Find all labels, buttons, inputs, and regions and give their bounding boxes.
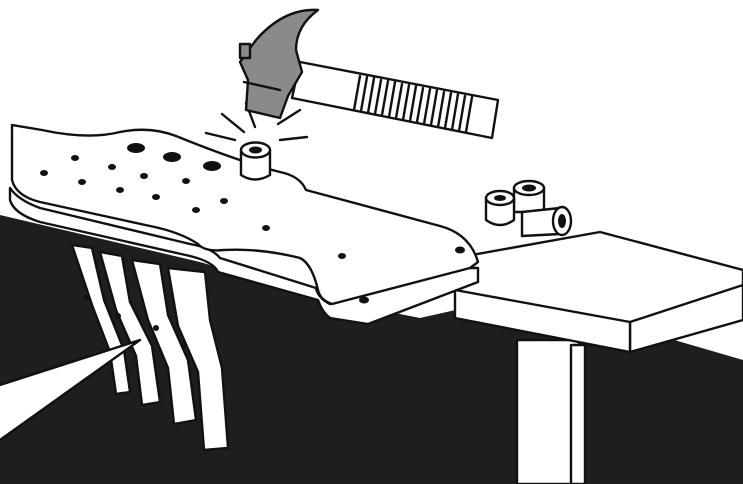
table-leg bbox=[517, 340, 585, 484]
fitting bbox=[522, 207, 571, 236]
fitting bbox=[486, 191, 514, 225]
hammer-icon bbox=[240, 10, 498, 138]
bracket-hole bbox=[83, 295, 89, 301]
loose-fittings-cluster bbox=[486, 181, 571, 236]
bushing-being-pressed bbox=[241, 143, 270, 180]
bracket-hole bbox=[153, 325, 159, 331]
fitting bbox=[514, 181, 544, 212]
bracket-hole bbox=[181, 342, 187, 348]
bracket-hole bbox=[115, 313, 121, 319]
